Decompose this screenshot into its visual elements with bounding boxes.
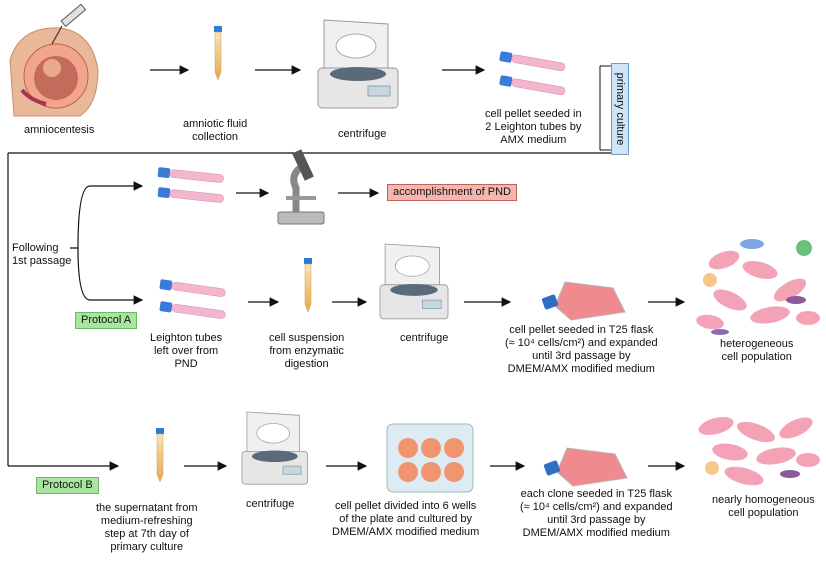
centrifuge-icon — [241, 411, 309, 485]
leighton-tube-icon — [498, 74, 567, 97]
cell-population-icon — [698, 416, 820, 486]
t25-flask-icon — [540, 281, 626, 321]
microscope-icon — [277, 149, 325, 225]
pnd-tag: accomplishment of PND — [387, 184, 517, 201]
leighton-tube-icon — [157, 186, 225, 205]
label-centrifuge-a: centrifuge — [400, 332, 449, 344]
protocol-b-tag: Protocol B — [36, 477, 99, 494]
arrow-branch-pnd — [70, 181, 144, 249]
label-centrifuge-b: centrifuge — [246, 498, 295, 510]
centrifuge-icon — [317, 19, 399, 109]
falcon-tube-icon — [213, 25, 223, 81]
six-well-plate-icon — [386, 423, 474, 493]
label-t25-b: each clone seeded in T25 flask(≈ 10⁴ cel… — [520, 488, 673, 539]
label-amniocentesis: amniocentesis — [24, 124, 95, 136]
syringe-icon — [51, 3, 87, 45]
centrifuge-icon — [379, 243, 449, 320]
arrow-branch-protocol-a — [77, 247, 144, 305]
t25-flask-icon — [542, 447, 628, 487]
leighton-tube-icon — [157, 166, 225, 185]
protocol-a-tag: Protocol A — [75, 312, 138, 329]
pregnant-abdomen-icon — [9, 27, 99, 117]
leighton-tube-icon — [159, 300, 227, 321]
leighton-tube-icon — [159, 278, 227, 299]
cell-population-icon — [692, 238, 820, 336]
label-t25-a: cell pellet seeded in T25 flask(≈ 10⁴ ce… — [505, 324, 658, 375]
falcon-tube-icon — [303, 257, 313, 313]
leighton-tube-icon — [498, 50, 567, 73]
primary-culture-tag: primary culture — [611, 63, 629, 155]
falcon-tube-icon — [155, 427, 165, 483]
label-centrifuge-top: centrifuge — [338, 128, 387, 140]
